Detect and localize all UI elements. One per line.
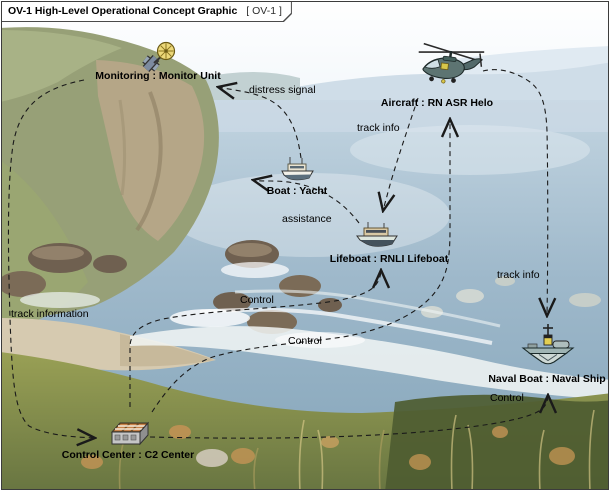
node-monitor-label[interactable]: Monitoring : Monitor Unit: [95, 70, 221, 82]
edge-label-track-info-naval: track info: [497, 269, 540, 281]
edge-track-info-helo-naval: [482, 69, 548, 316]
node-c2-label[interactable]: Control Center : C2 Center: [61, 449, 195, 461]
surf-foam: [20, 262, 608, 400]
edge-label-track-information: track information: [11, 308, 89, 320]
edge-assistance: [253, 180, 360, 224]
node-yacht-label[interactable]: Boat : Yacht: [266, 185, 328, 197]
bunker-building-icon[interactable]: [106, 412, 150, 448]
edge-label-control-lifeboat: Control: [240, 294, 274, 306]
node-aircraft-label[interactable]: Aircraft : RN ASR Helo: [380, 97, 494, 109]
diagram-title-tab: OV-1 High-Level Operational Concept Grap…: [2, 2, 292, 22]
satellite-icon[interactable]: [140, 38, 180, 78]
edge-control-naval: [149, 395, 548, 439]
edge-label-track-info-lifeboat: track info: [357, 122, 400, 134]
lifeboat-icon[interactable]: [354, 220, 400, 252]
foreground-vegetation: [2, 352, 608, 489]
naval-ship-icon[interactable]: [520, 322, 576, 366]
helicopter-icon[interactable]: [412, 42, 488, 96]
edge-label-distress-signal: distress signal: [249, 84, 316, 96]
edge-track-information: [7, 79, 95, 438]
edge-track-info-helo-lifeboat: [383, 97, 419, 211]
diagram-version-tag: [ OV-1 ]: [246, 5, 282, 17]
diagram-title: OV-1 High-Level Operational Concept Grap…: [8, 5, 238, 17]
yacht-icon[interactable]: [280, 155, 316, 183]
node-naval-label[interactable]: Naval Boat : Naval Ship: [488, 373, 606, 385]
node-lifeboat-label[interactable]: Lifeboat : RNLI Lifeboat: [329, 253, 449, 265]
edge-label-assistance: assistance: [282, 213, 332, 225]
edge-distress-signal: [218, 87, 302, 159]
edge-label-control-helo: Control: [288, 335, 322, 347]
edge-control-lifeboat: [129, 270, 381, 407]
edge-label-control-naval: Control: [490, 392, 524, 404]
